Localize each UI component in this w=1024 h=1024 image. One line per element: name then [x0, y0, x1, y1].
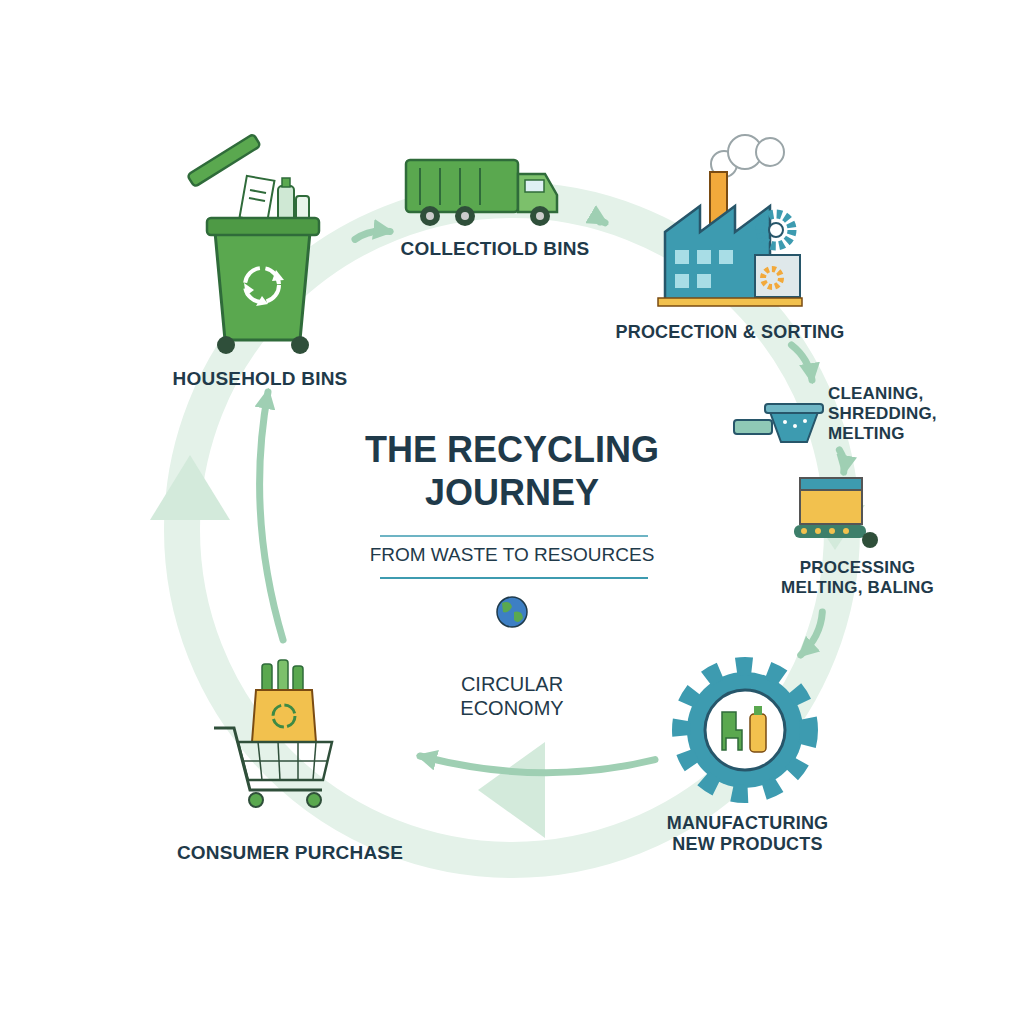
- factory-icon: [658, 135, 802, 306]
- flow-arrow: [839, 450, 844, 472]
- center-label: CIRCULAR ECONOMY: [437, 672, 587, 720]
- stage-node: COLLECTIOLD BINS: [390, 150, 600, 265]
- globe-icon: [497, 597, 527, 627]
- stage-label: COLLECTIOLD BINS: [390, 238, 600, 260]
- gear-icon: [681, 666, 809, 794]
- stage-node: HOUSEHOLD BINS: [165, 130, 355, 392]
- cycle-ring: [182, 200, 842, 860]
- flow-arrow: [420, 756, 655, 773]
- ring-arrowhead: [150, 455, 230, 520]
- stage-node: CLEANING, SHREDDING, MELTING: [725, 380, 940, 450]
- flow-arrow: [355, 231, 390, 239]
- stage-label: CONSUMER PURCHASE: [160, 842, 420, 864]
- flow-arrow: [801, 612, 823, 655]
- bin-icon: [187, 134, 319, 354]
- stage-label: HOUSEHOLD BINS: [165, 368, 355, 390]
- stage-label: PROCESSING MELTING, BALING: [770, 558, 945, 598]
- stage-label: PROCECTION & SORTING: [605, 322, 855, 343]
- stage-node: MANUFACTURING NEW PRODUCTS: [655, 655, 840, 867]
- cart-icon: [214, 660, 332, 807]
- flow-arrow: [792, 345, 813, 380]
- stage-node: CONSUMER PURCHASE: [160, 640, 420, 868]
- ring-arrowhead: [478, 742, 545, 838]
- stage-label: CLEANING, SHREDDING, MELTING: [828, 384, 940, 444]
- truck-icon: [406, 160, 557, 226]
- conveyor-icon: [794, 478, 878, 548]
- subtitle-text: FROM WASTE TO RESOURCES: [332, 544, 692, 567]
- stage-label: MANUFACTURING NEW PRODUCTS: [655, 813, 840, 855]
- stage-node: PROCECTION & SORTING: [605, 135, 855, 345]
- subtitle-rule: [380, 535, 648, 537]
- cleaning-icon: [734, 404, 823, 442]
- diagram-title: THE RECYCLING JOURNEY: [302, 428, 722, 514]
- stage-node: PROCESSING MELTING, BALING: [770, 472, 945, 612]
- flow-arrow: [260, 392, 283, 640]
- flow-arrow: [600, 218, 605, 226]
- subtitle-rule: [380, 577, 648, 579]
